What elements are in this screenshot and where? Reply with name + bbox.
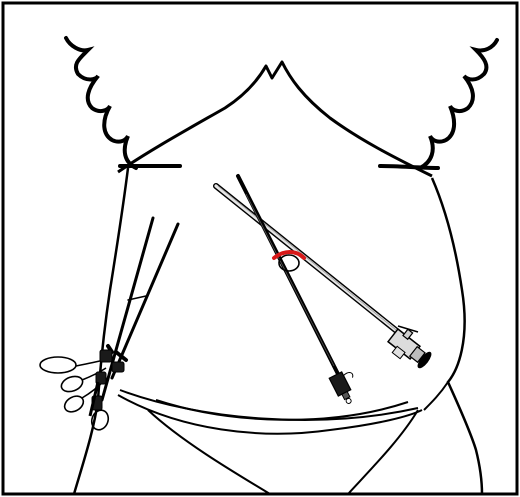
abdomen-illustration [0, 0, 520, 497]
illustration-frame [0, 0, 520, 497]
